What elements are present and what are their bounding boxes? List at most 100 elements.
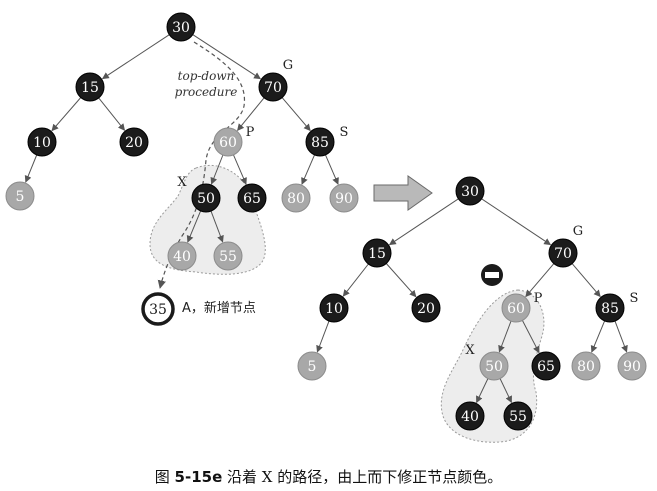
tree-edge [388,198,459,246]
node-circle [531,351,561,381]
tree-edge [301,154,315,185]
tree-edge [51,97,82,132]
caption-text: 沿着 X 的路径，由上而下修正节点颜色。 [222,468,503,486]
node-circle [166,12,196,42]
node-circle [362,238,392,268]
procedure-annotation-line: top-down [178,69,235,83]
node-value: 35 [149,302,167,318]
tree-node-70: 70G [548,224,583,268]
new-node-label: A，新增节点 [182,300,256,316]
node-value: 5 [308,359,317,375]
node-value: 10 [325,301,343,317]
tree-edge [476,378,489,404]
node-tag-X: X [177,175,187,190]
tree-edge [590,320,606,353]
node-value: 15 [81,80,99,96]
node-value: 30 [461,184,479,200]
node-circle [75,72,105,102]
after-tree-edges [316,198,628,404]
tree-edge [481,198,552,246]
node-circle [305,127,335,157]
tree-node-80: 80 [571,351,601,381]
node-circle [191,183,221,213]
node-value: 65 [537,359,555,375]
node-value: 80 [287,191,305,207]
node-circle [479,351,509,381]
node-value: 70 [264,80,282,96]
tree-edge [24,154,38,183]
node-value: 50 [197,191,215,207]
highlight-blob-before [149,164,266,275]
arrow-shape [373,175,433,211]
node-circle [167,241,197,271]
tree-edge [614,320,628,353]
tree-node-5: 5 [297,351,327,381]
node-tag-P: P [534,291,543,306]
tree-edge [186,210,202,243]
tree-node-60: 60P [213,125,255,157]
tree-node-55: 55 [213,241,243,271]
node-tag-G: G [573,224,583,239]
tree-edge [571,263,601,298]
node-value: 80 [577,359,595,375]
tree-node-10: 10 [319,293,349,323]
node-circle [329,183,359,213]
node-circle [571,351,601,381]
node-circle [501,293,531,323]
node-circle [213,127,243,157]
node-circle [27,127,57,157]
caption-prefix: 图 [154,468,175,486]
node-value: 10 [33,135,51,151]
node-circle [258,72,288,102]
node-value: 20 [125,135,143,151]
node-value: 55 [509,409,527,425]
figure-caption: 图 5-15e 沿着 X 的路径，由上而下修正节点颜色。 [0,466,657,487]
tree-edge [316,320,330,353]
node-circle [319,293,349,323]
caption-figure-number: 5-15e [174,468,223,486]
tree-node-20: 20 [411,293,441,323]
tree-node-55: 55 [503,401,533,431]
tree-node-65: 65 [531,351,561,381]
tree-node-85: 85S [305,125,349,157]
node-value: 90 [623,359,641,375]
tree-edge [525,263,555,298]
tree-edge [192,34,261,80]
node-circle [411,293,441,323]
node-circle [5,181,35,211]
tree-node-20: 20 [119,127,149,157]
tree-node-30: 30 [455,176,485,206]
tree-edge [342,263,369,297]
node-tag-S: S [340,125,349,140]
minus-marker-icon [481,264,503,286]
tree-node-60: 60P [501,291,543,323]
tree-edge [521,320,540,354]
tree-edge [325,154,339,185]
tree-node-10: 10 [27,127,57,157]
minus-marker-bar [485,272,499,278]
tree-node-30: 30 [166,12,196,42]
tree-edge [499,378,512,404]
tree-edge [237,97,265,131]
tree-node-50: 50 X [465,343,509,381]
tree-node-80: 80 [281,183,311,213]
node-circle [213,241,243,271]
node-value: 55 [219,249,237,265]
node-circle [281,183,311,213]
before-tree-edges [24,34,339,243]
node-value: 20 [417,301,435,317]
tree-edge [210,210,224,243]
node-value: 50 [485,359,503,375]
node-value: 40 [173,249,191,265]
node-tag-G: G [283,58,293,73]
tree-node-15: 15 [362,238,392,268]
tree-edge [210,154,224,185]
node-value: 60 [219,135,237,151]
tree-node-85: 85S [595,291,638,323]
node-value: 70 [554,246,572,262]
tree-edge [385,263,417,298]
node-circle [548,238,578,268]
node-tag-X: X [465,343,475,358]
